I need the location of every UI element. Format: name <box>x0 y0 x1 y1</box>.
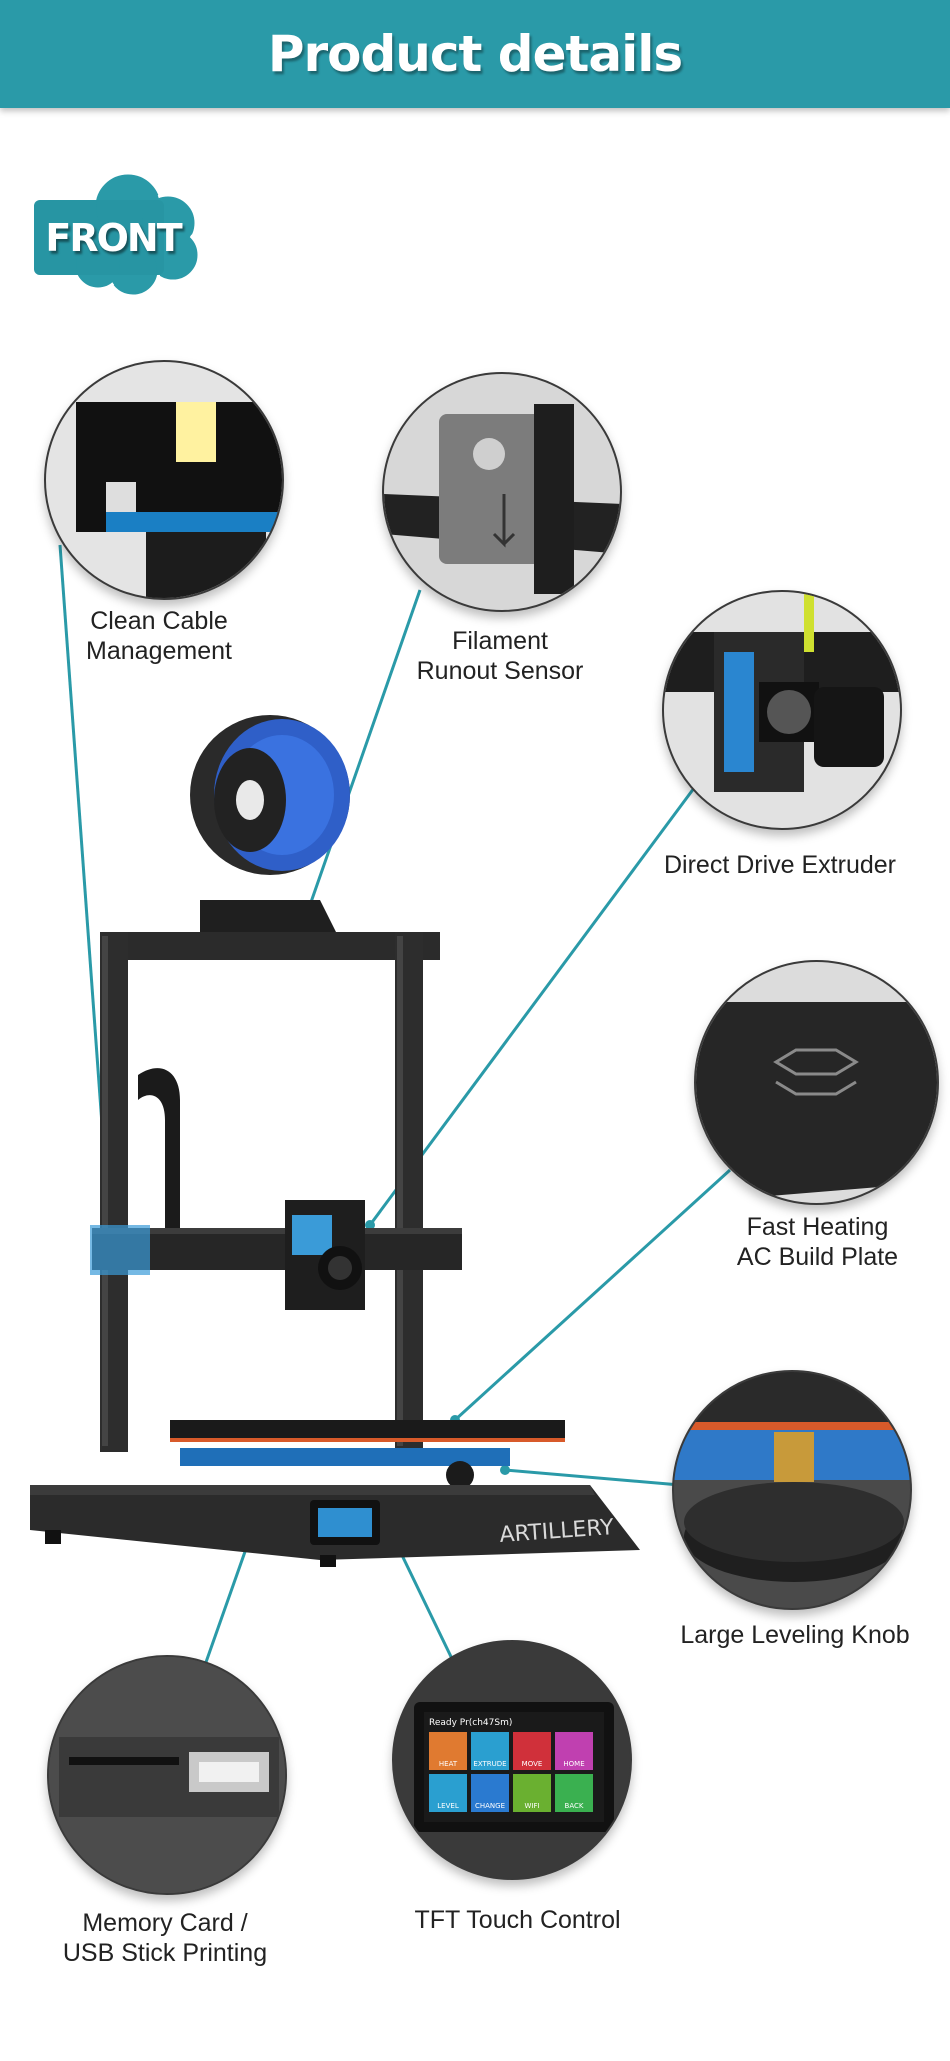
filament-spool <box>190 715 350 940</box>
cable-management-photo <box>44 360 284 600</box>
svg-text:LEVEL: LEVEL <box>437 1802 459 1810</box>
filament-sensor-photo <box>382 372 622 612</box>
extruder-label: Direct Drive Extruder <box>664 851 896 879</box>
leveling-knob-label: Large Leveling Knob <box>680 1621 910 1649</box>
svg-text:EXTRUDE: EXTRUDE <box>473 1760 506 1768</box>
memory-card-photo <box>47 1655 287 1895</box>
svg-text:CHANGE: CHANGE <box>475 1802 505 1810</box>
printer-image: ARTILLERY <box>30 715 640 1567</box>
memory-card-label: Memory Card /USB Stick Printing <box>62 1909 268 1967</box>
build-plate-photo <box>694 960 939 1205</box>
svg-text:MOVE: MOVE <box>522 1760 543 1768</box>
front-label: FRONT <box>45 216 182 260</box>
tft-status-text: Ready Pr(ch47Sm) <box>429 1718 512 1728</box>
header-banner: Product details <box>0 0 950 108</box>
svg-text:HEAT: HEAT <box>439 1760 458 1768</box>
sensor-callout-line <box>308 589 422 906</box>
extruder-callout-line <box>368 779 702 1226</box>
page-title: Product details <box>267 25 683 83</box>
tft-button-grid <box>429 1732 593 1812</box>
svg-text:HOME: HOME <box>563 1760 584 1768</box>
leveling-knob-photo <box>672 1370 912 1610</box>
knob-callout-line <box>504 1468 681 1487</box>
tft-screen-photo: Ready Pr(ch47Sm) HEAT EXTRUDE MOVE HOME … <box>392 1640 632 1880</box>
svg-text:WIFI: WIFI <box>524 1802 539 1810</box>
front-cloud-badge <box>34 171 201 298</box>
svg-text:BACK: BACK <box>565 1802 584 1810</box>
plate-callout-line <box>453 1168 732 1422</box>
tft-touch-label: TFT Touch Control <box>414 1906 621 1934</box>
extruder-photo <box>662 590 902 830</box>
